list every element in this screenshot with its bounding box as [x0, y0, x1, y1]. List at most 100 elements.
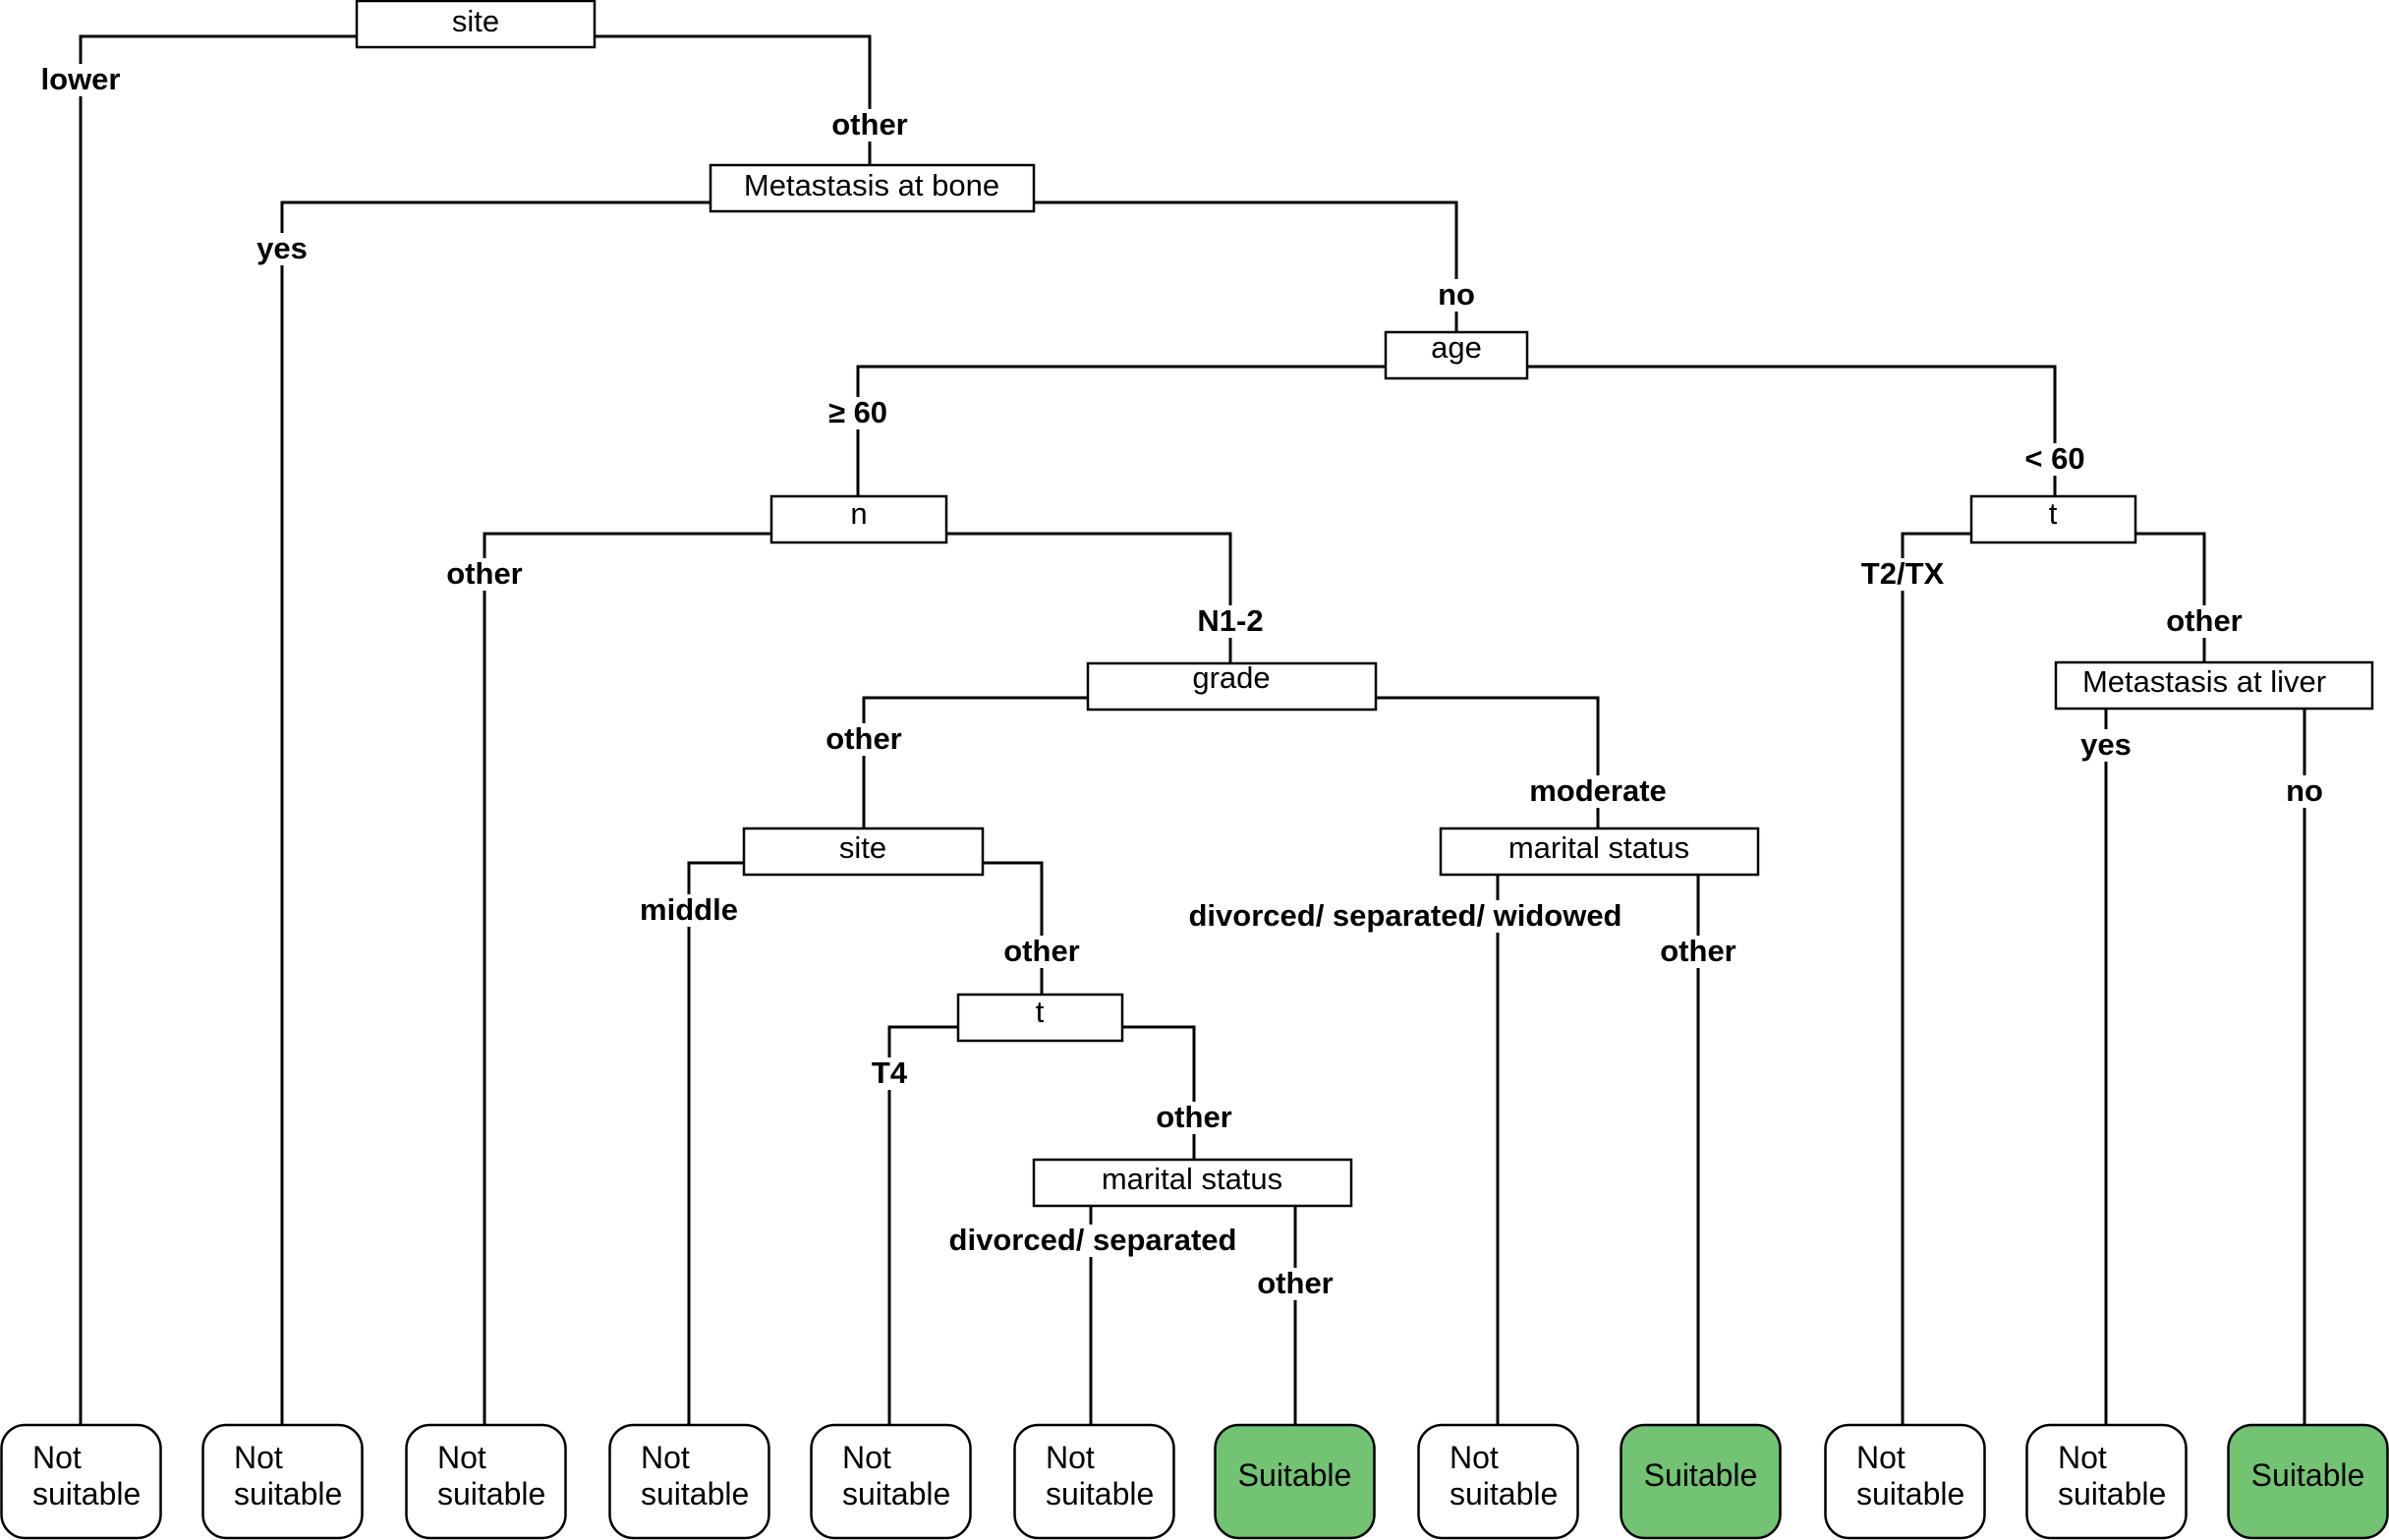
edge-grade-other [862, 696, 1088, 828]
tree-edges [79, 34, 2306, 1425]
leaf-box [1214, 1423, 1376, 1540]
edge-label-halo [1525, 775, 1671, 808]
edge-label-halo [2162, 605, 2247, 638]
tree-leaves: NotsuitableNotsuitableNotsuitableNotsuit… [0, 1423, 2389, 1540]
edge-t-t2tx [1901, 532, 1971, 1425]
node-marital-inner: marital status [1032, 1158, 1353, 1208]
node-site-root: site [355, 0, 597, 49]
edge-label-halo [1152, 1102, 1236, 1134]
leaf-label: Not [1450, 1440, 1499, 1475]
edge-label-age-lt60: < 60 [2024, 441, 2084, 476]
node-label: n [850, 496, 867, 531]
node-label: t [2049, 496, 2058, 531]
leaf-label: Not [1046, 1440, 1095, 1475]
node-t-young: t [1969, 494, 2137, 544]
edge-label-halo [2282, 775, 2327, 808]
node-marital-moderate: marital status [1439, 827, 1760, 877]
leaf-box [201, 1423, 364, 1540]
edge-label-halo [822, 723, 906, 756]
node-age: age [1384, 330, 1529, 380]
edge-label-t-inner-other: other [1156, 1100, 1232, 1134]
edge-label-halo [36, 64, 125, 96]
edge-label-t-t2tx: T2/TX [1861, 556, 1945, 591]
edge-label-ms-divorced-widowed: divorced/ separated/ widowed [1188, 898, 1621, 933]
edge-label-ms-other: other [1660, 934, 1736, 968]
edge-t-other [2135, 532, 2206, 663]
edge-t-t4 [887, 1025, 958, 1425]
edge-label-age-ge60: ≥ 60 [828, 395, 887, 429]
edge-label-n-n12: N1-2 [1197, 603, 1263, 638]
node-n: n [769, 494, 948, 544]
edge-label-lower: lower [41, 62, 121, 96]
edge-label-halo [442, 558, 527, 591]
edge-label-halo [867, 1057, 912, 1090]
edge-label-t-t4: T4 [872, 1055, 908, 1090]
leaf-label: Not [32, 1440, 82, 1475]
tree-nodes: site Metastasis at bone age n t grade Me… [355, 0, 2374, 1208]
leaf-label: suitable [842, 1476, 950, 1511]
edge-label-halo [1184, 900, 1626, 933]
edge-labels: lower other yes no ≥ 60 < 60 other N1-2 … [36, 62, 2327, 1300]
edge-site-lower [79, 34, 357, 1425]
leaf-suitable: Suitable [1214, 1423, 1376, 1540]
node-label: grade [1192, 660, 1270, 695]
leaf-label: suitable [1450, 1476, 1558, 1511]
leaf-box [1013, 1423, 1175, 1540]
node-label: Metastasis at liver [2082, 664, 2326, 699]
edge-label-grade-other: other [825, 721, 902, 756]
edge-label-halo [1193, 605, 1268, 638]
edge-t-inner-other [1122, 1025, 1196, 1160]
leaf-suitable: Suitable [2227, 1423, 2389, 1540]
leaf-label: Not [2058, 1440, 2107, 1475]
leaf-label: suitable [1856, 1476, 1964, 1511]
node-label: age [1431, 330, 1482, 365]
leaf-label: suitable [437, 1476, 545, 1511]
leaf-box [1620, 1423, 1782, 1540]
edge-bone-no [1034, 200, 1458, 332]
edge-label-halo [636, 894, 742, 927]
leaf-label: Suitable [2251, 1457, 2365, 1493]
leaf-box [0, 1423, 162, 1540]
leaf-label: Not [641, 1440, 690, 1475]
edge-site-other [595, 34, 872, 165]
leaf-label: Not [437, 1440, 486, 1475]
edge-label-bone-yes: yes [256, 231, 308, 265]
node-site-inner: site [742, 827, 985, 877]
leaf-label: suitable [1046, 1476, 1154, 1511]
node-t-inner: t [956, 993, 1124, 1043]
edge-label-halo [827, 109, 912, 142]
leaf-label: Not [234, 1440, 283, 1475]
edge-label-halo [824, 397, 892, 429]
edge-label-ms-divorced: divorced/ separated [949, 1223, 1237, 1257]
node-label: site [452, 4, 499, 38]
leaf-label: Not [1856, 1440, 1906, 1475]
edge-n-other [483, 532, 771, 1425]
node-label: site [839, 830, 886, 865]
edge-label-liver-yes: yes [2080, 727, 2132, 762]
edge-label-halo [999, 936, 1084, 968]
node-label: marital status [1102, 1162, 1282, 1196]
edge-label-halo [2020, 443, 2089, 476]
leaf-box [2025, 1423, 2188, 1540]
edge-n-n12 [946, 532, 1232, 663]
edge-bone-yes [280, 200, 711, 1425]
edge-grade-moderate [1376, 696, 1600, 828]
leaf-box [810, 1423, 972, 1540]
leaf-label: Suitable [1644, 1457, 1758, 1493]
leaf-label: suitable [641, 1476, 749, 1511]
node-label: t [1036, 995, 1045, 1029]
leaf-label: suitable [234, 1476, 342, 1511]
edge-label-ms-inner-other: other [1257, 1266, 1334, 1300]
leaf-label: suitable [32, 1476, 141, 1511]
edge-label-halo [1253, 1268, 1337, 1300]
edge-label-liver-no: no [2286, 773, 2323, 808]
edge-label-halo [1434, 279, 1479, 312]
